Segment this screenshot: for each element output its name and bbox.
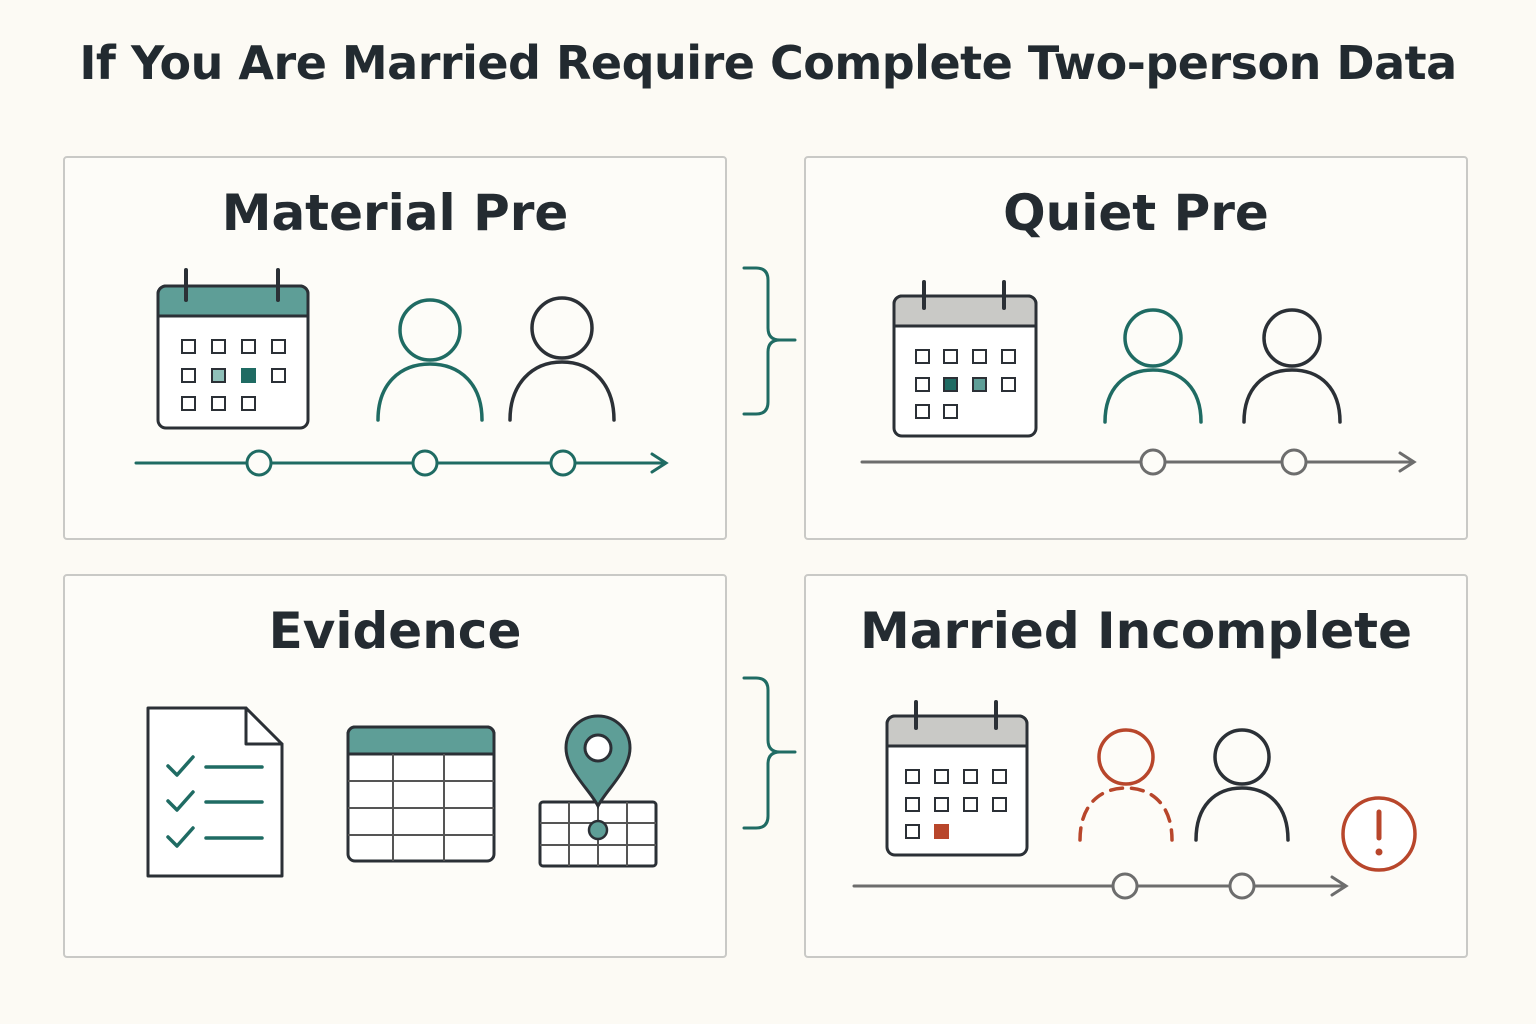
panel-material-pre: Material Pre bbox=[63, 156, 727, 540]
bracket-connector bbox=[742, 676, 797, 830]
panel-title: Married Incomplete bbox=[859, 602, 1412, 660]
bracket-connector bbox=[742, 266, 797, 416]
panel-evidence: Evidence bbox=[63, 574, 727, 958]
panel-quiet-pre: Quiet Pre bbox=[804, 156, 1468, 540]
panel-title: Quiet Pre bbox=[1003, 184, 1269, 242]
panel-title: Material Pre bbox=[221, 184, 569, 242]
page-title: If You Are Married Require Complete Two-… bbox=[79, 36, 1457, 90]
panel-title: Evidence bbox=[268, 602, 522, 660]
panel-married-incomplete: Married Incomplete bbox=[804, 574, 1468, 958]
